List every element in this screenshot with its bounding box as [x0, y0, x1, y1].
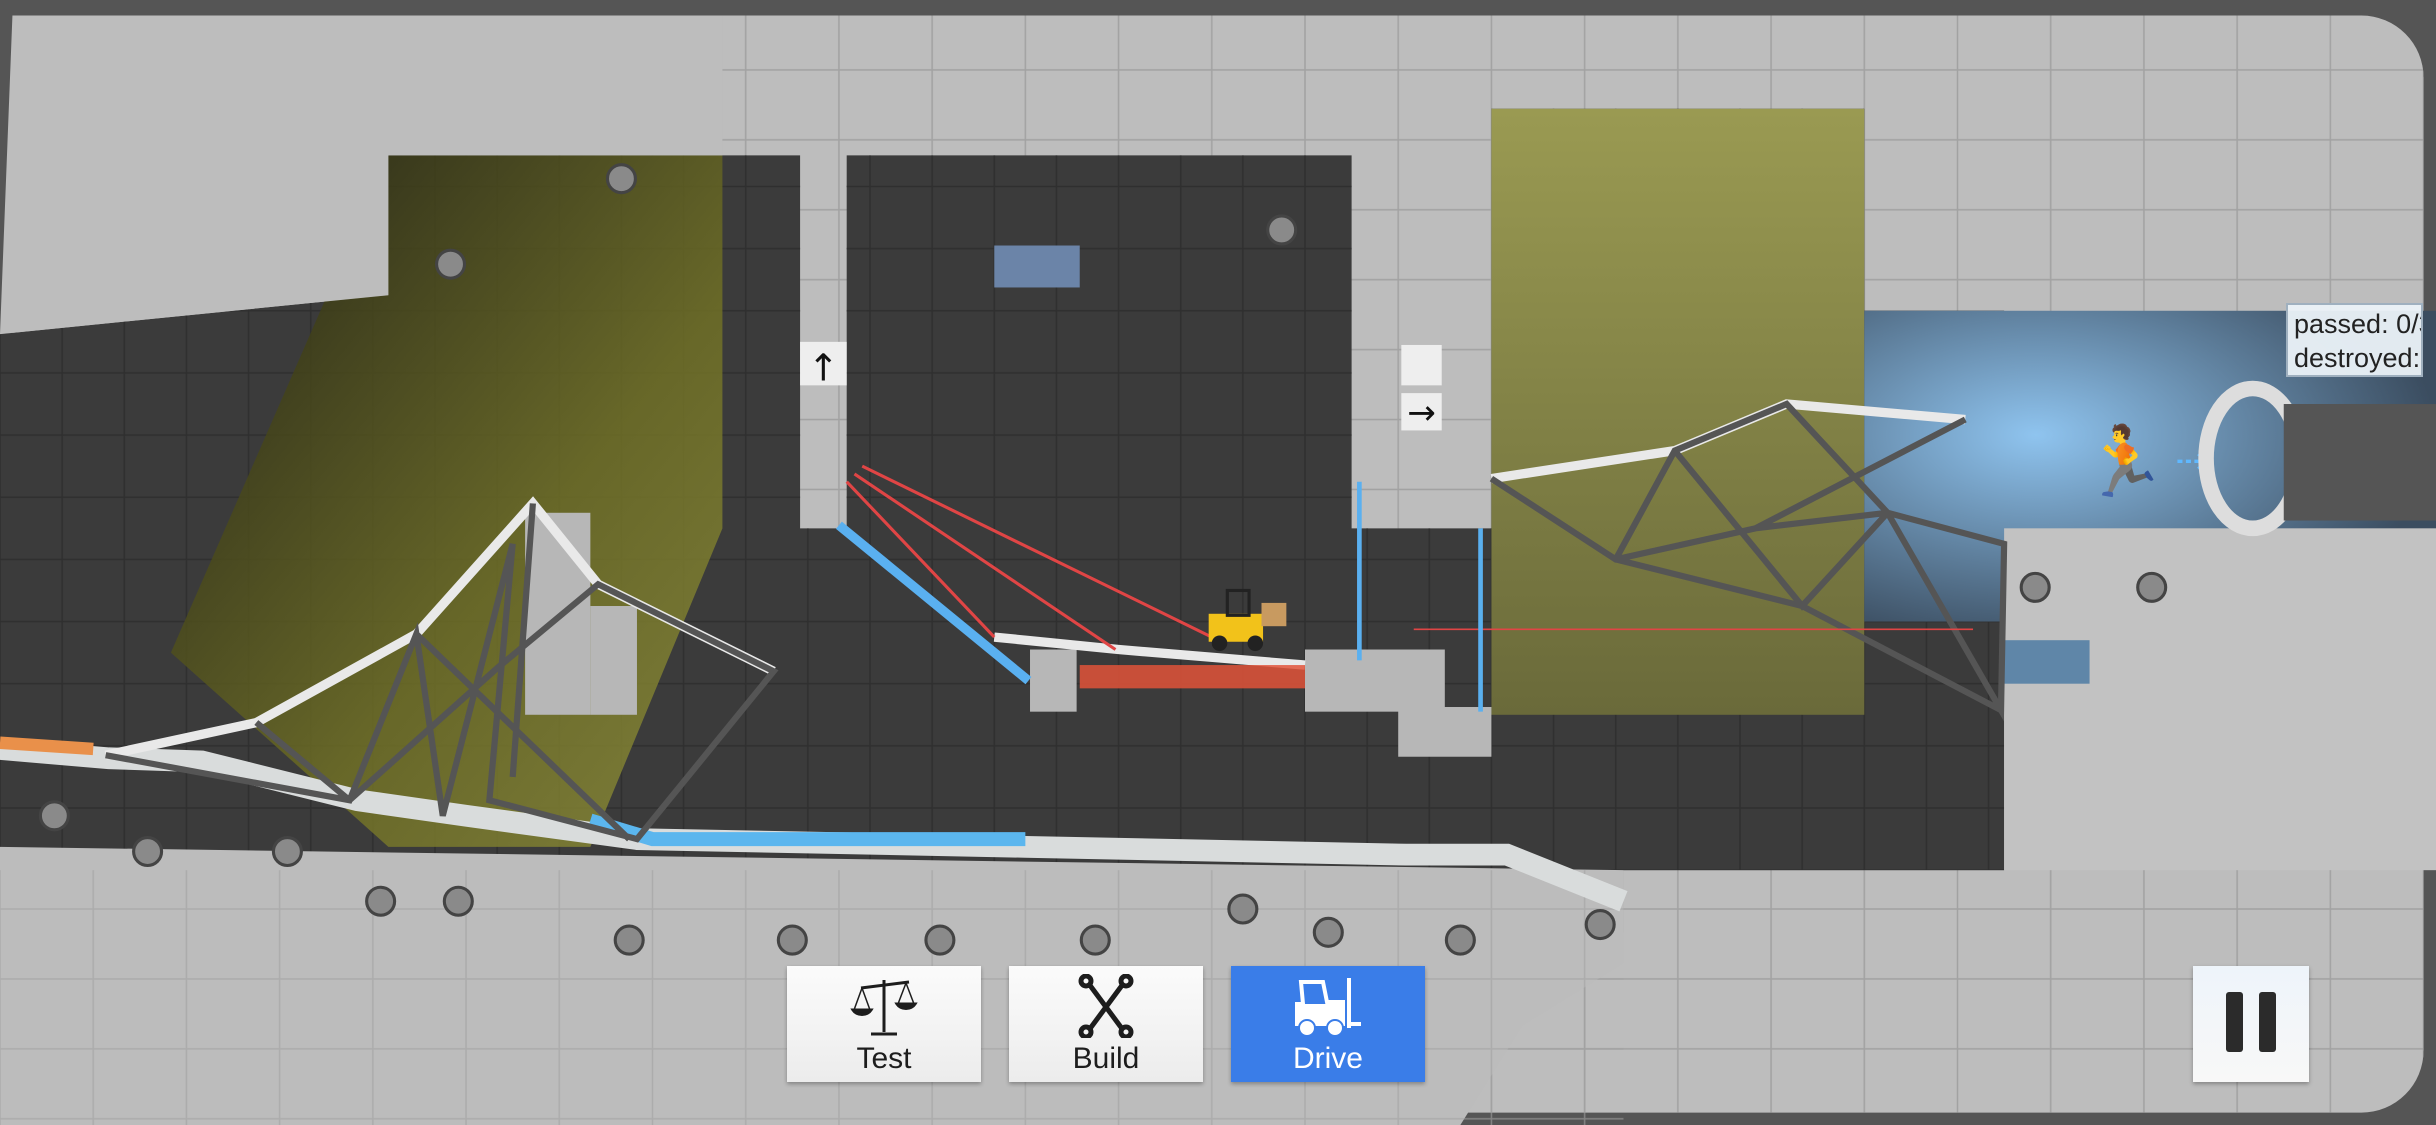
- svg-text:→: →: [1407, 393, 1436, 433]
- drive-button[interactable]: Drive: [1231, 966, 1425, 1082]
- window: [994, 245, 1080, 288]
- passed-counter: passed: 0/3: [2294, 309, 2423, 339]
- pause-icon: [2218, 991, 2284, 1057]
- forklift-vehicle: [1208, 588, 1287, 652]
- running-man-icon: 🏃: [2082, 423, 2167, 502]
- wrench-screwdriver-icon: [1078, 974, 1134, 1038]
- support-pistons: [38, 163, 2168, 956]
- arrow-up-sign: [800, 341, 847, 386]
- laser-beams: [845, 464, 1974, 651]
- drive-button-label: Drive: [1292, 1042, 1363, 1075]
- arrow-right-sign: [1401, 393, 1442, 431]
- scale-icon: [850, 980, 918, 1036]
- score-panel: passed: 0/3 destroyed: 0: [2286, 303, 2423, 377]
- pause-button[interactable]: [2193, 966, 2309, 1082]
- destroyed-counter: destroyed: 0: [2294, 343, 2421, 373]
- build-button-label: Build: [1072, 1042, 1140, 1075]
- build-button[interactable]: Build: [1009, 966, 1203, 1082]
- svg-text:↑: ↑: [808, 346, 839, 390]
- hot-platform: [1079, 665, 1305, 689]
- forklift-icon: [1295, 978, 1361, 1037]
- light-wall-right: [1491, 108, 1865, 715]
- exit-sign: [1401, 344, 1442, 386]
- test-button[interactable]: Test: [787, 966, 981, 1082]
- bridge-road: [0, 738, 1628, 912]
- test-button-label: Test: [856, 1042, 912, 1075]
